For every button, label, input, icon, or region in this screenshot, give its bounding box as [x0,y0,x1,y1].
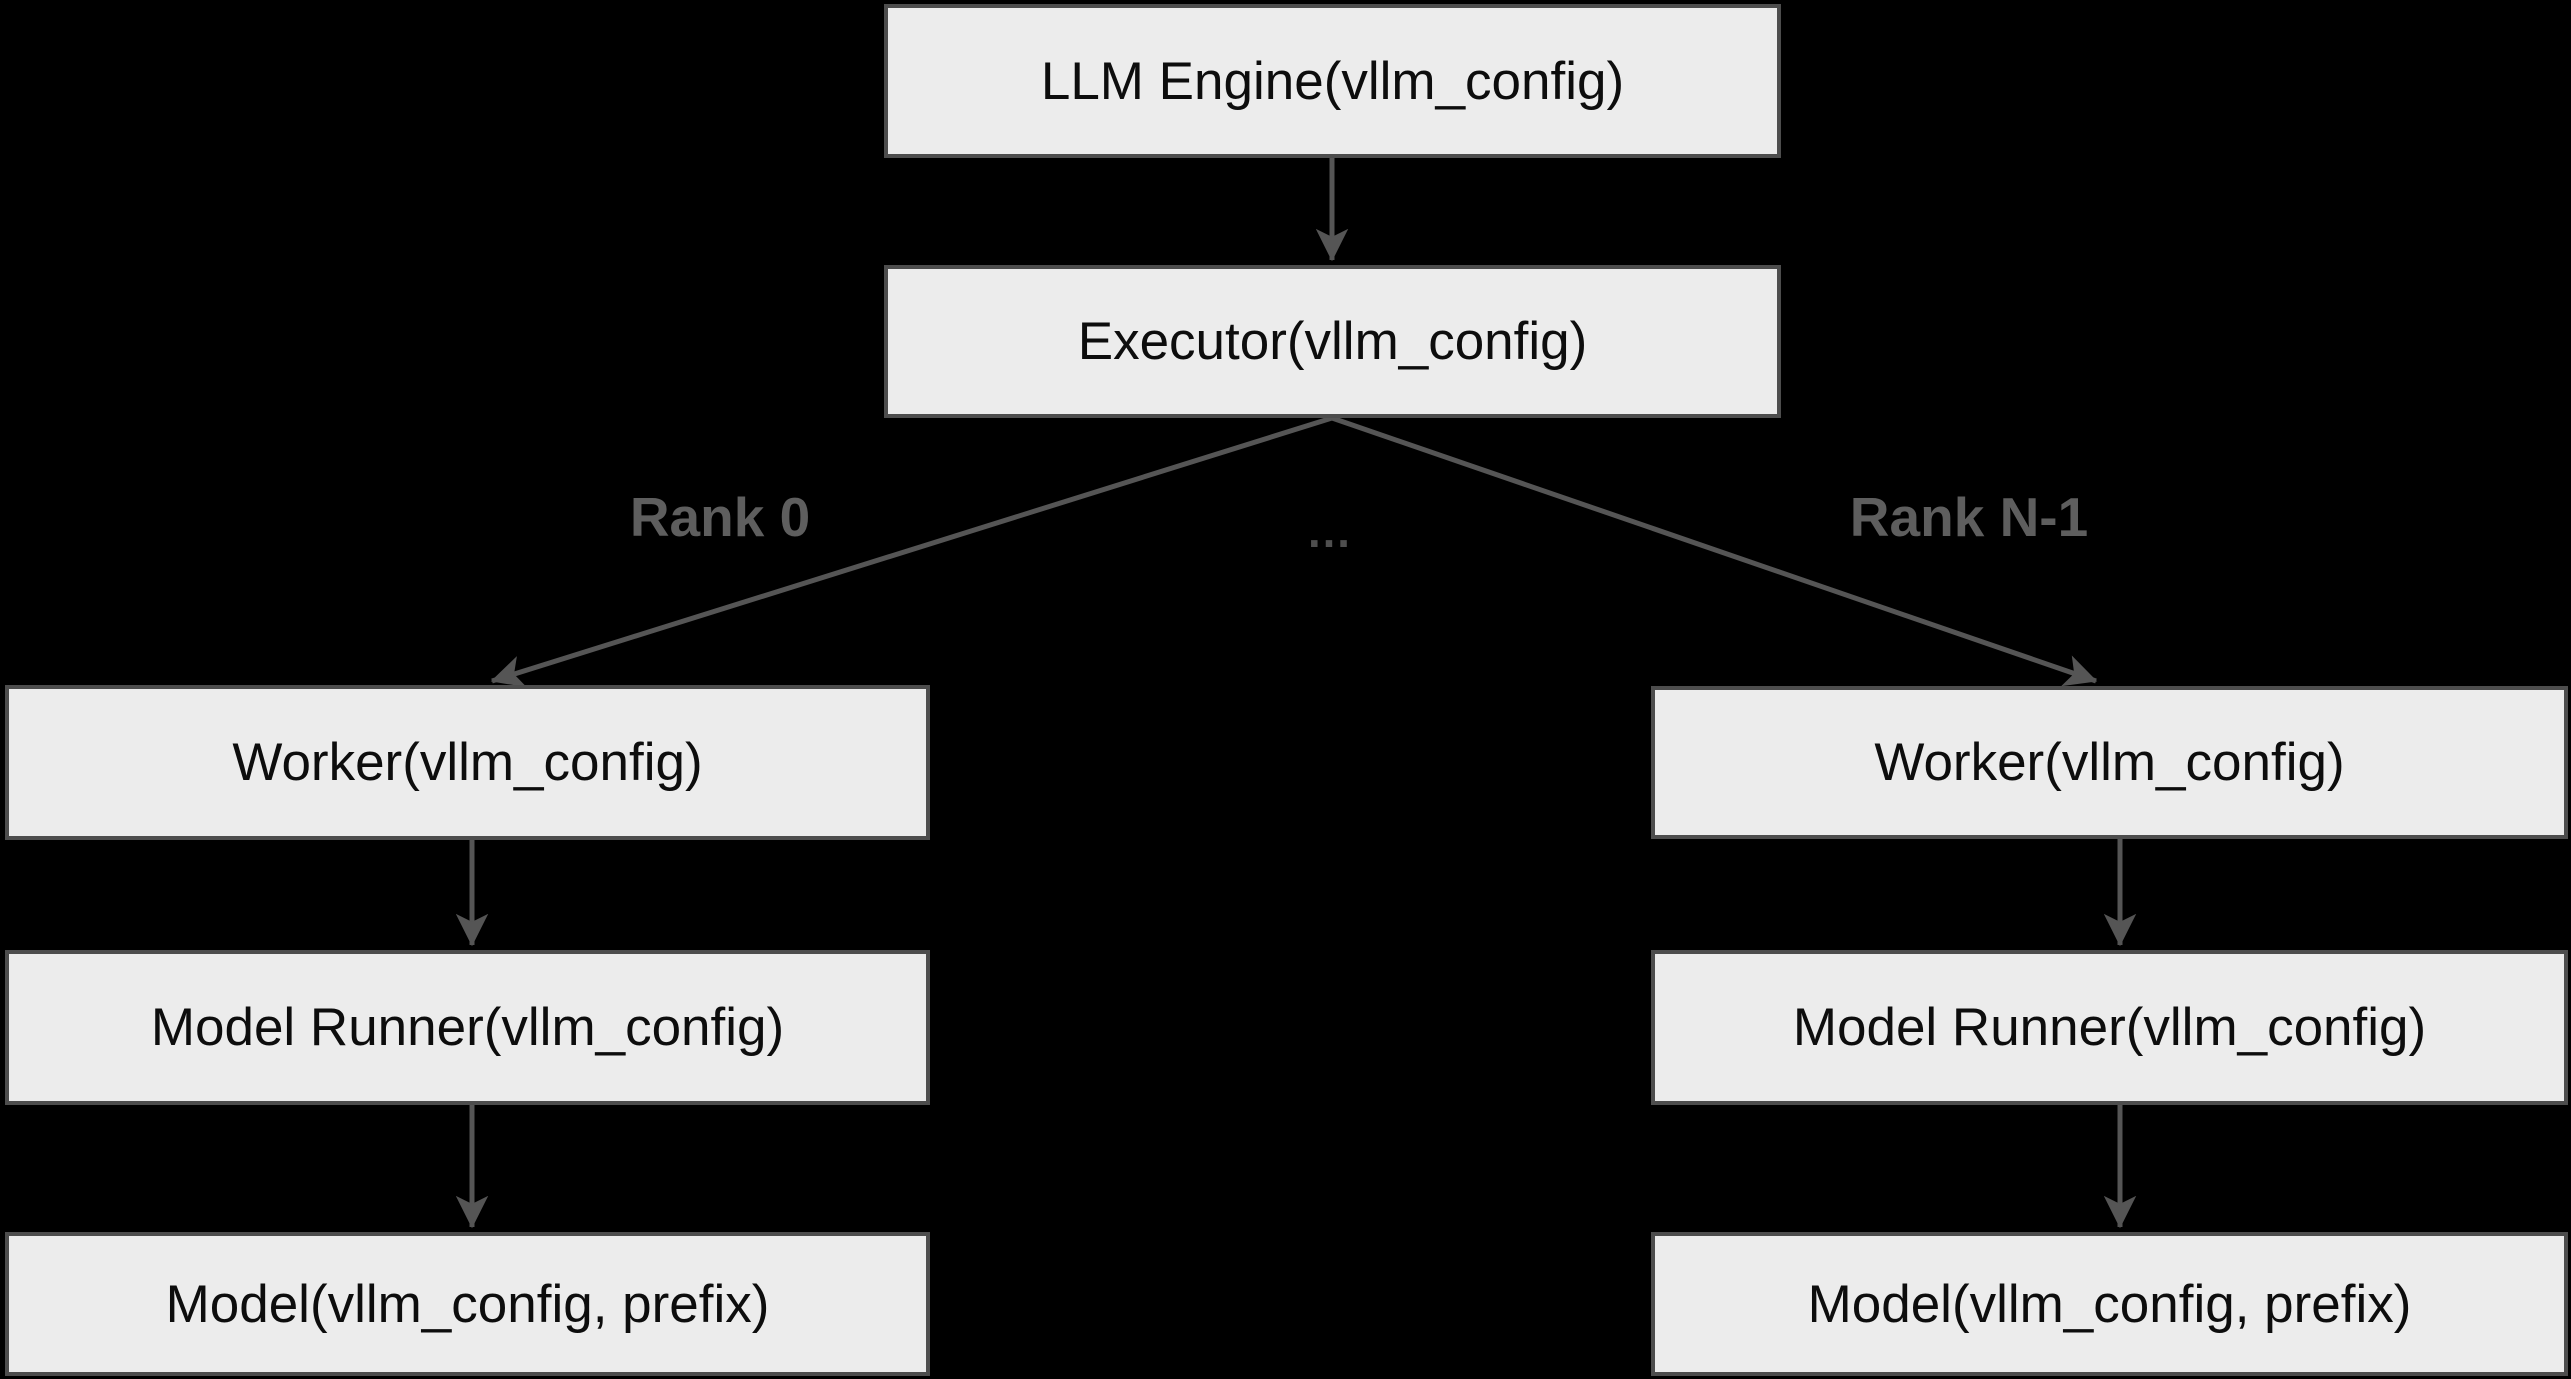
node-model-runner-rankN-label: Model Runner(vllm_config) [1792,998,2427,1057]
edge-label-ellipsis: … [1306,505,1354,557]
node-model-rank0: Model(vllm_config, prefix) [5,1232,930,1376]
edge-label-rank-0: Rank 0 [629,486,811,548]
node-model-rank0-label: Model(vllm_config, prefix) [165,1274,770,1334]
node-llm-engine: LLM Engine(vllm_config) [884,4,1781,158]
node-model-runner-rankN: Model Runner(vllm_config) [1651,950,2568,1105]
node-worker-rank0: Worker(vllm_config) [5,685,930,840]
node-model-runner-rank0: Model Runner(vllm_config) [5,950,930,1105]
edge-executor-to-worker-right [1331,415,2098,687]
node-worker-rankN: Worker(vllm_config) [1651,686,2568,839]
node-model-rankN: Model(vllm_config, prefix) [1651,1232,2568,1376]
edge-label-rank-n-1: Rank N-1 [1849,486,2089,548]
node-model-runner-rank0-label: Model Runner(vllm_config) [150,998,785,1057]
node-worker-rank0-label: Worker(vllm_config) [232,733,703,792]
edge-executor-to-worker-left [490,415,1333,688]
node-model-rankN-label: Model(vllm_config, prefix) [1807,1274,2412,1334]
node-llm-engine-label: LLM Engine(vllm_config) [1040,51,1625,111]
node-executor: Executor(vllm_config) [884,265,1781,418]
node-executor-label: Executor(vllm_config) [1077,312,1588,371]
node-worker-rankN-label: Worker(vllm_config) [1874,733,2345,792]
